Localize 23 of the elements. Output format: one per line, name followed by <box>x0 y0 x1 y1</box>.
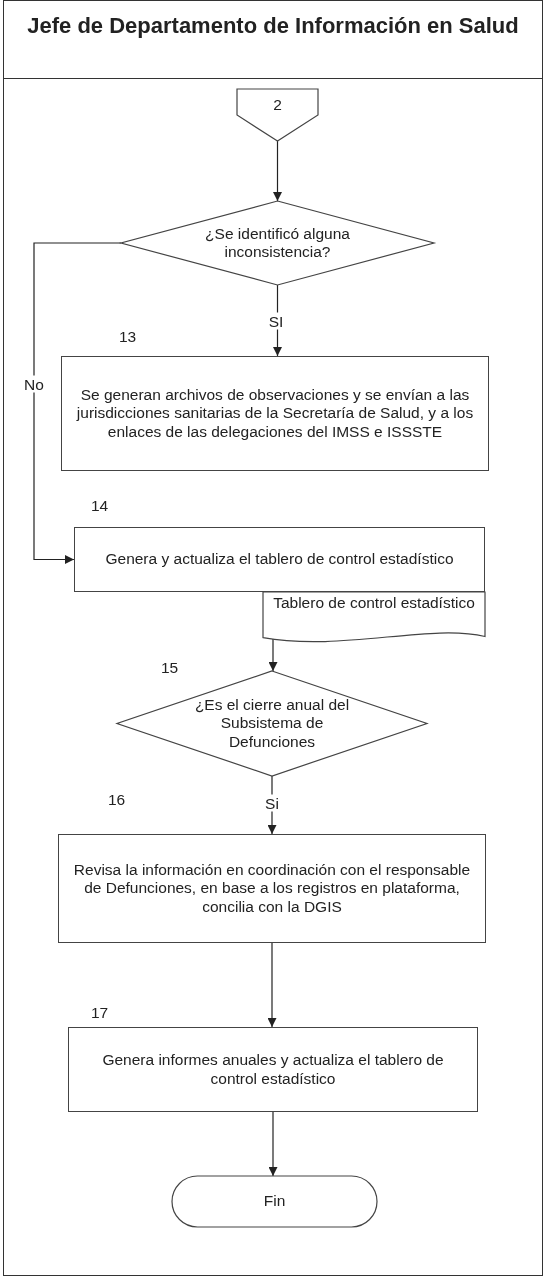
process-box: Genera informes anuales y actualiza el tablero de control estadístico <box>68 1027 478 1112</box>
arrow <box>273 140 282 202</box>
edge-label: SI <box>267 312 285 330</box>
swimlane <box>3 0 543 1276</box>
arrow <box>267 942 277 1028</box>
arrow <box>268 1111 278 1177</box>
lane-title: Jefe de Departamento de Información en Salud <box>4 1 542 79</box>
process-box: Revisa la información en coordinación con el responsable de Defunciones, en base a los registros en plataforma, concilia con la DGIS <box>58 834 486 943</box>
connector-number: 2 <box>272 95 283 115</box>
step-number: 14 <box>91 497 109 515</box>
step-number: 16 <box>108 791 126 809</box>
process-box: Se generan archivos de observaciones y se envían a las jurisdicciones sanitarias de la Secretaría de Salud, y a los enlaces de las delegaciones del IMSS e ISSSTE <box>61 356 489 471</box>
arrow <box>268 637 278 672</box>
decision-text: ¿Es el cierre anual del Subsistema de Defunciones <box>193 695 351 752</box>
step-number: 15 <box>161 659 179 677</box>
arrow <box>33 242 122 564</box>
decision-text: ¿Se identificó alguna inconsistencia? <box>204 224 351 262</box>
edge-label: No <box>23 375 45 393</box>
document-text: Tablero de control estadístico <box>272 594 476 613</box>
step-number: 13 <box>119 328 137 346</box>
step-number: 17 <box>91 1004 109 1022</box>
terminator-text: Fin <box>262 1192 287 1211</box>
edge-label: Si <box>264 794 280 812</box>
